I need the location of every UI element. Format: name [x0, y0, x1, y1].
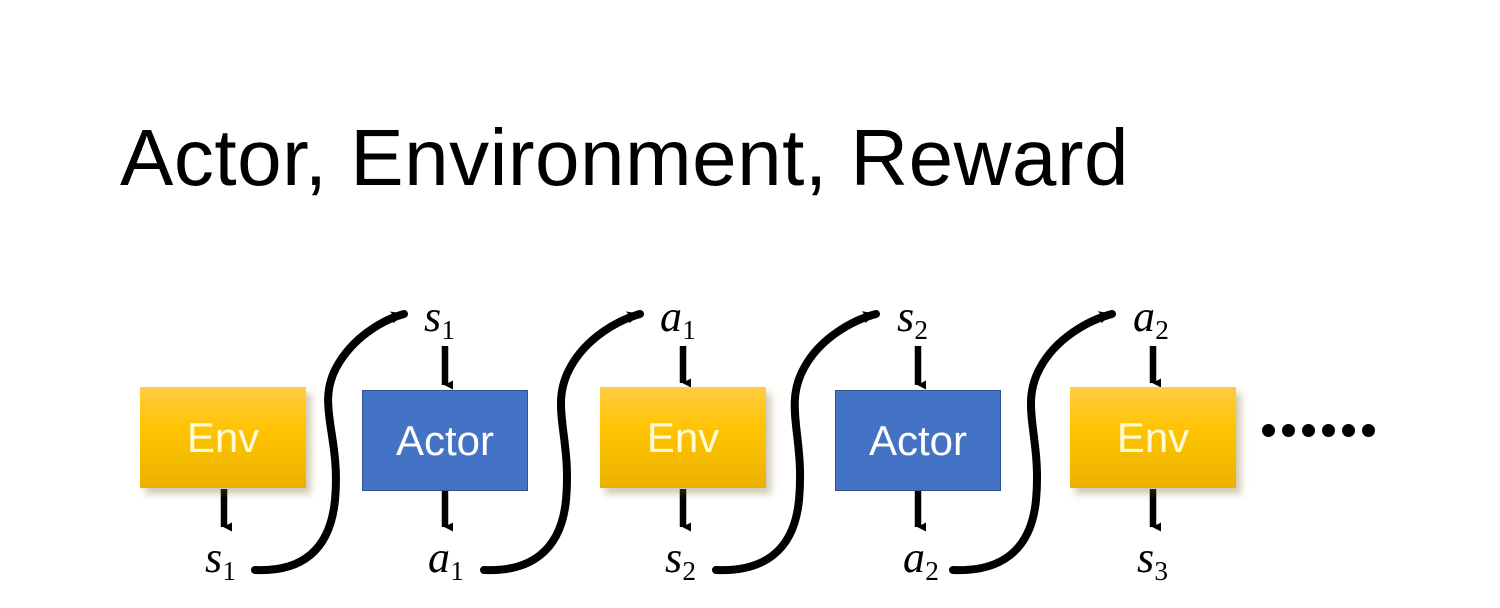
ellipsis-dot	[1302, 424, 1315, 437]
ellipsis-dot	[1262, 424, 1275, 437]
label-top-state-1: s1	[424, 292, 455, 344]
label-base: s	[897, 292, 915, 341]
curve-a2-to-top-a2	[949, 310, 1116, 575]
page-title: Actor, Environment, Reward	[120, 113, 1129, 202]
ellipsis-dot	[1362, 424, 1375, 437]
node-actor-2[interactable]: Actor	[835, 390, 1001, 491]
label-top-action-2: a2	[1133, 292, 1169, 344]
label-base: s	[205, 533, 223, 582]
node-actor-1[interactable]: Actor	[362, 390, 528, 491]
label-bottom-action-2: a2	[903, 533, 939, 585]
label-bottom-state-3: s3	[1137, 533, 1168, 585]
label-subscript: 3	[1154, 556, 1169, 587]
label-top-state-2: s2	[897, 292, 928, 344]
label-subscript: 2	[925, 556, 939, 587]
node-env-1[interactable]: Env	[140, 387, 306, 488]
curve-a1-to-top-a1	[480, 310, 644, 575]
curve-s1-to-top-s1	[251, 310, 408, 575]
ellipsis-dot	[1322, 424, 1335, 437]
node-label: Env	[186, 413, 260, 461]
label-base: a	[903, 533, 925, 582]
node-env-2[interactable]: Env	[600, 387, 766, 488]
label-subscript: 1	[682, 315, 696, 346]
label-bottom-state-2: s2	[665, 533, 696, 585]
label-base: a	[1133, 292, 1155, 341]
label-bottom-action-1: a1	[428, 533, 464, 585]
ellipsis-dot	[1282, 424, 1295, 437]
label-subscript: 1	[450, 556, 464, 587]
label-subscript: 2	[914, 315, 929, 346]
label-base: s	[424, 292, 442, 341]
node-label: Actor	[395, 416, 495, 464]
node-env-3[interactable]: Env	[1070, 387, 1236, 488]
ellipsis-continuation	[1262, 424, 1375, 437]
label-top-action-1: a1	[660, 292, 696, 344]
node-label: Actor	[868, 416, 968, 464]
node-label: Env	[1116, 413, 1190, 461]
node-label: Env	[646, 413, 720, 461]
label-base: a	[428, 533, 450, 582]
label-base: a	[660, 292, 682, 341]
label-subscript: 1	[222, 556, 237, 587]
label-subscript: 2	[682, 556, 697, 587]
label-subscript: 1	[441, 315, 456, 346]
ellipsis-dot	[1342, 424, 1355, 437]
label-base: s	[665, 533, 683, 582]
label-bottom-state-1: s1	[205, 533, 236, 585]
curve-s2-to-top-s2	[712, 310, 880, 575]
label-subscript: 2	[1155, 315, 1169, 346]
label-base: s	[1137, 533, 1155, 582]
